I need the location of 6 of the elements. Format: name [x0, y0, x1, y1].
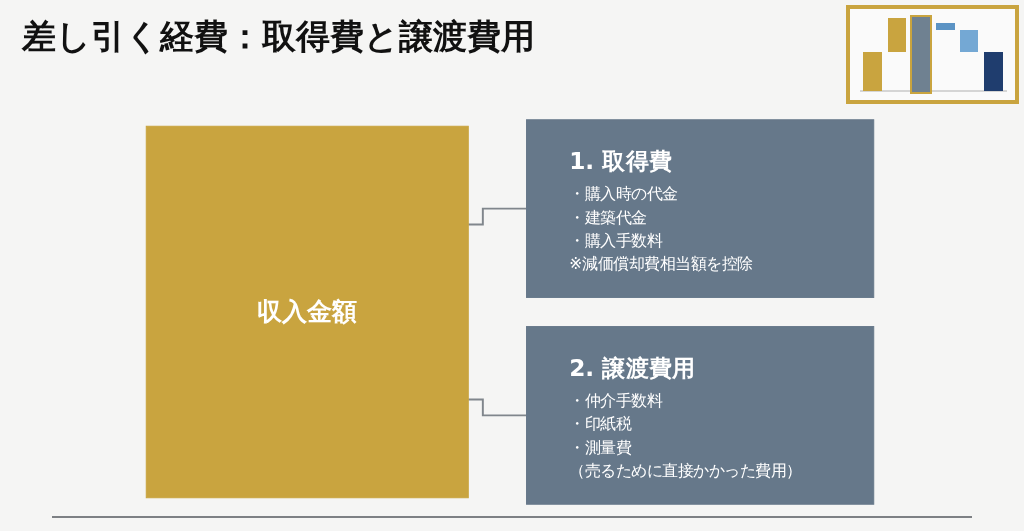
title: 差し引く経費：取得費と譲渡費用: [22, 16, 535, 57]
connector: [467, 207, 528, 226]
process-box: 2. 譲渡費用 ・仲介手数料 ・印紙税 ・測量費 （売るために直接かかった費用）: [526, 326, 875, 505]
process-box: 1. 取得費 ・購入時の代金 ・建築代金 ・購入手数料 ※減価償却費相当額を控除: [526, 119, 875, 298]
process-box: 収入金額: [145, 125, 469, 499]
connector: [467, 398, 528, 417]
